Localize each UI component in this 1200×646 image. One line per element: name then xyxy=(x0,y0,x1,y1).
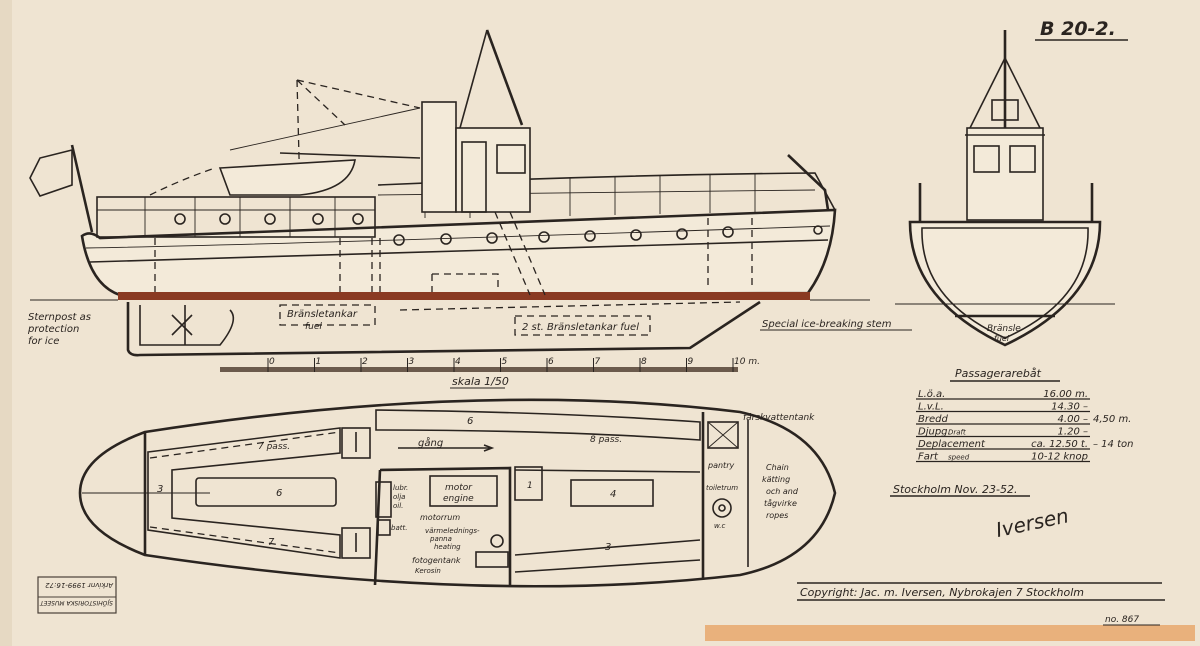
propeller-icon xyxy=(171,314,193,336)
scale-tick-label: 9 xyxy=(688,357,694,367)
lube-oil-2: olja xyxy=(393,493,405,501)
toilet-label: toiletrum xyxy=(706,484,738,492)
spec-sublabel: Draft xyxy=(948,429,966,437)
side-elevation: Sternpost as protection for ice Bränslet… xyxy=(27,29,912,357)
battery-label: batt. xyxy=(391,524,407,532)
spec-value: 4.00 – xyxy=(1058,414,1088,425)
scale-tick-label: 3 xyxy=(409,357,415,367)
spec-value: 10-12 knop xyxy=(1031,452,1088,463)
aft-table-number: 6 xyxy=(276,488,282,499)
wc-label: w.c xyxy=(714,522,726,530)
waterline-band xyxy=(118,292,810,300)
flag-icon xyxy=(29,148,73,197)
engine-label: engine xyxy=(443,494,474,504)
aft-portholes xyxy=(174,213,364,225)
and-label: och and xyxy=(766,487,799,496)
place-date: Stockholm Nov. 23-52. xyxy=(893,483,1017,496)
chain-label: Chain xyxy=(766,463,789,472)
spec-value: 1.20 – xyxy=(1058,427,1088,438)
sternpost-note-3: for ice xyxy=(28,336,59,347)
heating-1: värmelednings- xyxy=(425,527,480,535)
paper-edge xyxy=(0,0,12,646)
hull-portholes xyxy=(393,225,823,246)
scale-label: skala 1/50 xyxy=(452,375,509,388)
fwd-table-number: 4 xyxy=(610,489,616,500)
starboard-seats-label: 7 xyxy=(268,537,275,548)
specs-title: Passagerarebåt xyxy=(955,367,1042,380)
heating-3: heating xyxy=(434,543,461,551)
aft-seat-count: 3 xyxy=(157,484,163,495)
pantry-label: pantry xyxy=(707,461,734,470)
stair-number: 1 xyxy=(527,481,533,491)
stamp-line2: Arkivnr 1999-16:72 xyxy=(45,581,114,589)
spec-value: 14.30 – xyxy=(1051,402,1088,413)
stamp-line1: SJÖHISTORISKA MUSEET xyxy=(39,599,113,606)
copyright: Copyright: Jac. m. Iversen, Nybrokajen 7… xyxy=(800,586,1084,599)
spec-label: Bredd xyxy=(918,414,948,425)
scale-tick-label: 6 xyxy=(548,357,554,367)
fwd-seats-label: 8 pass. xyxy=(590,435,622,445)
spec-value: 16.00 m. xyxy=(1043,389,1088,400)
deck-plan: 3 7 pass. 6 7 6 gång 8 pass. lubr. olja … xyxy=(78,398,837,588)
spec-note: – 14 ton xyxy=(1093,439,1133,450)
lube-oil-1: lubr. xyxy=(393,484,408,492)
spec-note: 4,50 m. xyxy=(1093,414,1131,425)
sheet-number: no. 867 xyxy=(1105,615,1139,625)
sternpost-note-1: Sternpost as xyxy=(28,312,91,323)
motor-room-label: motorrum xyxy=(420,513,460,522)
motor-label: motor xyxy=(445,483,473,493)
scale-tick-label: 10 m. xyxy=(734,357,760,367)
chain-sv-label: kätting xyxy=(762,475,790,484)
scale-tick-label: 5 xyxy=(502,357,508,367)
scale-bar: 0 1 2 3 4 5 6 7 8 9 10 m. skala 1/50 xyxy=(220,357,760,389)
tape-strip xyxy=(705,625,1195,641)
scale-tick-label: 7 xyxy=(595,357,601,367)
spec-label: L.v.L. xyxy=(918,402,944,413)
passage-label: gång xyxy=(418,436,443,449)
ropes-sv-label: tågvirke xyxy=(764,498,797,508)
spec-value: ca. 12.50 t. xyxy=(1031,439,1088,450)
scale-tick-label: 8 xyxy=(641,357,647,367)
kerosene-en: Kerosin xyxy=(415,567,441,575)
scale-tick-label: 2 xyxy=(362,357,368,367)
ropes-label: ropes xyxy=(766,511,788,520)
front-elevation: Bränsle fuel xyxy=(895,30,1115,347)
spec-label: Djupg. xyxy=(918,427,951,438)
sternpost-note-2: protection xyxy=(27,324,79,335)
front-fuel-label-en: fuel xyxy=(994,334,1010,343)
heating-2: panna xyxy=(429,535,452,543)
scale-tick-label: 1 xyxy=(316,357,322,367)
aft-fuel-tank-label: Bränsletankar xyxy=(287,309,358,320)
kerosene-tank-label: fotogentank xyxy=(412,556,461,565)
ice-stem-note: Special ice-breaking stem xyxy=(762,319,892,330)
spec-label: L.ö.a. xyxy=(918,389,945,400)
specifications-table: Passagerarebåt L.ö.a. 16.00 m. L.v.L. 14.30… xyxy=(916,367,1133,463)
spec-label: Fart xyxy=(918,452,939,463)
drawing-number: B 20-2. xyxy=(1040,18,1116,40)
museum-stamp: SJÖHISTORISKA MUSEET Arkivnr 1999-16:72 xyxy=(37,576,117,614)
port-seats-label: 7 pass. xyxy=(258,442,290,452)
front-fuel-label: Bränsle xyxy=(987,324,1021,334)
aft-fuel-tank-en: fuel xyxy=(305,322,322,332)
scale-tick-label: 4 xyxy=(455,357,461,367)
scale-tick-label: 0 xyxy=(269,357,275,367)
passage-arrow-icon xyxy=(483,444,495,452)
lifeboat xyxy=(218,159,356,196)
spec-sublabel: speed xyxy=(948,454,970,462)
fresh-water-tank-label: färskvattentank xyxy=(743,413,815,423)
bottom-bench-number: 3 xyxy=(605,542,611,553)
fwd-fuel-tank-label: 2 st. Bränsletankar fuel xyxy=(522,322,639,333)
top-bench-number: 6 xyxy=(467,416,473,427)
spec-label: Deplacement xyxy=(918,439,986,450)
lube-oil-3: oil. xyxy=(393,502,403,510)
